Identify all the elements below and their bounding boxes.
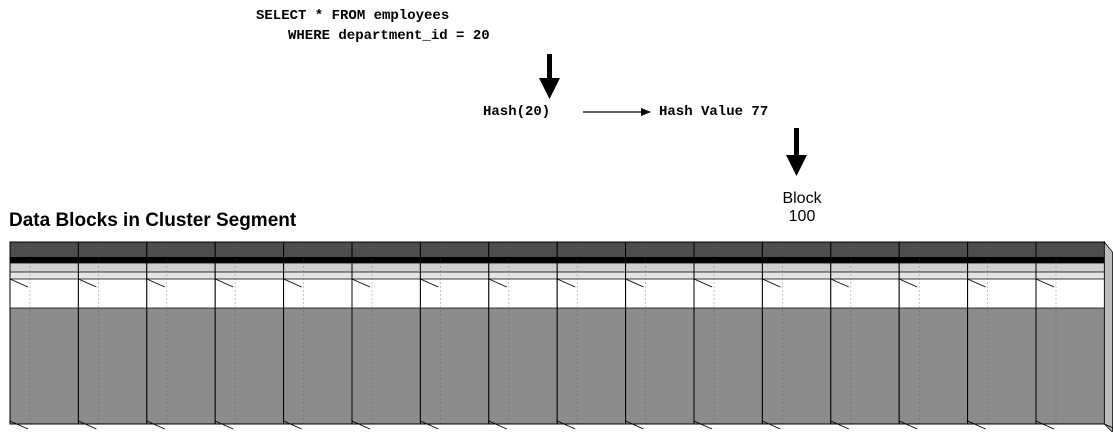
data-block xyxy=(488,241,558,430)
data-block xyxy=(283,241,353,430)
segment-title: Data Blocks in Cluster Segment xyxy=(9,210,297,231)
data-block xyxy=(214,241,285,430)
data-block xyxy=(9,241,79,430)
data-block xyxy=(351,241,421,430)
data-block xyxy=(898,241,969,430)
data-block xyxy=(1035,241,1105,430)
data-block xyxy=(625,241,695,430)
data-block xyxy=(146,241,216,430)
data-block xyxy=(419,241,490,430)
data-block xyxy=(693,241,763,430)
query-to-hash-arrow xyxy=(539,54,560,99)
data-blocks-row xyxy=(9,240,1113,432)
sql-query-line-2: WHERE department_id = 20 xyxy=(288,28,490,44)
target-block-label: Block 100 xyxy=(760,190,844,226)
data-block xyxy=(761,241,832,430)
sql-query-line-1: SELECT * FROM employees xyxy=(256,8,450,24)
data-block xyxy=(830,241,900,430)
hash-value-to-block-arrow xyxy=(786,128,807,176)
target-block-label-line1: Block xyxy=(782,190,822,207)
hash-function-label: Hash(20) xyxy=(483,104,551,120)
target-block-label-line2: 100 xyxy=(788,208,816,225)
data-block xyxy=(967,241,1037,430)
hash-value-label: Hash Value 77 xyxy=(659,104,769,120)
blocks-side-edge xyxy=(1104,240,1113,432)
data-block xyxy=(556,241,627,430)
data-block xyxy=(77,241,148,430)
